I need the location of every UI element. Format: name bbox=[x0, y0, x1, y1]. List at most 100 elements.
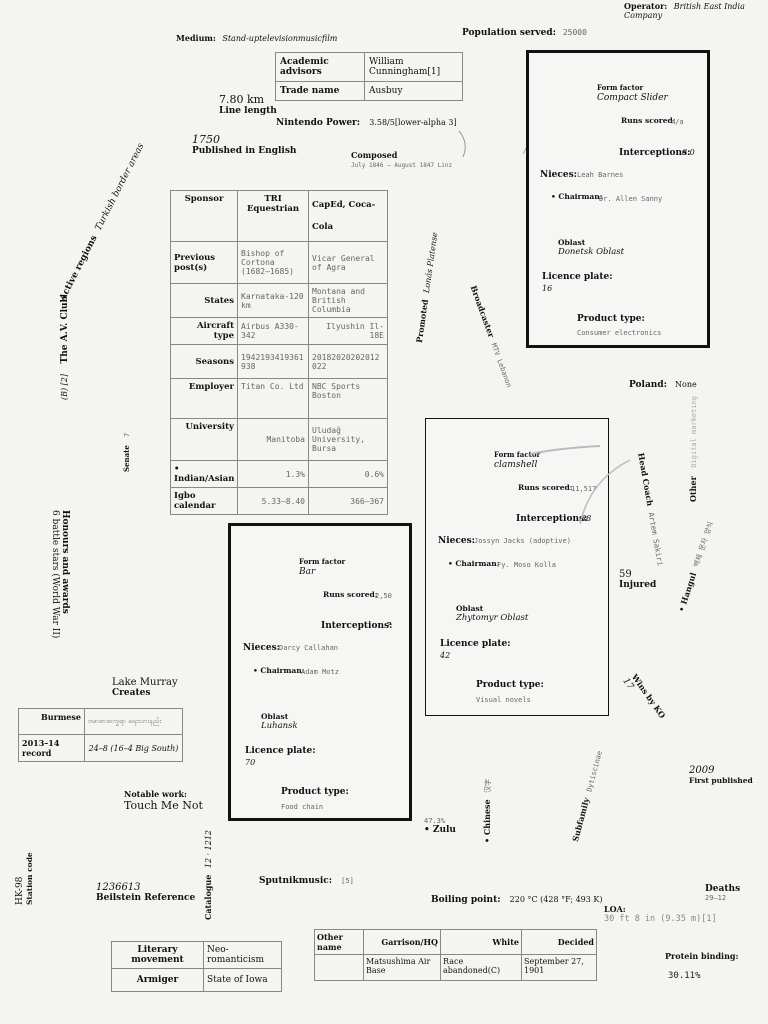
interceptions-value: 7 bbox=[386, 621, 392, 630]
nieces-label: Nieces: bbox=[540, 170, 577, 180]
head-coach-field: Head Coach Artem Sakiri bbox=[636, 452, 666, 567]
interceptions-label: Interceptions: bbox=[619, 148, 691, 158]
cell: Montana and British Columbia bbox=[308, 283, 388, 318]
oblast-label: Oblast bbox=[558, 238, 586, 247]
runs-label: Runs scored: bbox=[621, 116, 676, 125]
column-header: Garrison/HQ bbox=[363, 929, 441, 955]
chairman-value: Fy. Moso Kolla bbox=[497, 561, 557, 569]
published-label: Published in English bbox=[192, 146, 297, 156]
cell: Titan Co. Ltd bbox=[237, 378, 309, 419]
active-regions-field: Active regions Turkish border areas bbox=[58, 142, 146, 303]
beilstein-label: Beilstein Reference bbox=[96, 893, 196, 903]
population-label: Population served: bbox=[462, 28, 556, 38]
cell: NBC Sports Boston bbox=[308, 378, 388, 419]
table-row: States Karnataka-120 km Montana and Brit… bbox=[170, 283, 388, 318]
loa-label: LOA: bbox=[604, 904, 626, 914]
av-club-field: (B) [2] The A.V. Club bbox=[60, 296, 70, 400]
row-key: • Indian/Asian bbox=[170, 460, 238, 488]
boiling-label: Boiling point: bbox=[431, 895, 501, 905]
licence-label: Licence plate: bbox=[542, 272, 613, 282]
broadcaster-label: Broadcaster bbox=[468, 284, 497, 339]
wins-ko-label: Wins by KO bbox=[629, 672, 668, 721]
table-row: Trade name Ausbuy bbox=[275, 81, 463, 101]
info-card: Form factor Bar Runs scored: 2,50 Interc… bbox=[228, 523, 412, 821]
nieces-label: Nieces: bbox=[243, 643, 280, 653]
subfamily-value: Dytiscinae bbox=[585, 749, 604, 793]
nieces-value: Jossyn Jacks (adoptive) bbox=[474, 537, 571, 545]
protein-label: Protein binding: bbox=[665, 951, 739, 961]
oblast-value: Luhansk bbox=[261, 721, 298, 731]
zulu-value: 47.3% bbox=[424, 817, 446, 825]
cell: 5.33–8.40 bbox=[237, 487, 309, 515]
operator-value: British East India Company bbox=[624, 2, 745, 20]
runs-value: 11,517 bbox=[571, 485, 597, 493]
population-field: Population served: 25000 bbox=[462, 28, 587, 38]
nieces-label: Nieces: bbox=[438, 536, 475, 546]
promoted-label: Promoted bbox=[414, 298, 430, 344]
form-factor-label: Form factor bbox=[597, 83, 644, 92]
cell: Karnataka-120 km bbox=[237, 283, 309, 318]
cell: Ilyushin Il-18E bbox=[308, 317, 388, 345]
promoted-field: Promoted Lonás Platense bbox=[414, 231, 439, 344]
sputnik-value: [5] bbox=[341, 877, 354, 885]
table-row: Academic advisors William Cunningham[1] bbox=[275, 52, 463, 82]
lake-label: Creates bbox=[112, 688, 151, 698]
broadcaster-field: Broadcaster MTV Lebanon bbox=[469, 284, 515, 388]
first-published-label: First published bbox=[689, 776, 753, 785]
published-value: 1750 bbox=[192, 133, 220, 146]
nieces-value: Darcy Callahan bbox=[279, 644, 339, 652]
medium-label: Medium: bbox=[176, 33, 216, 43]
table-row: Burmese ဗမာစာအက္ခရာ ရေးသားနည်း bbox=[18, 708, 183, 735]
chairman-value: Adam Motz bbox=[301, 668, 339, 676]
medium-value: Stand-uptelevisionmusicfilm bbox=[222, 34, 338, 43]
licence-label: Licence plate: bbox=[245, 746, 316, 756]
other-label: Other bbox=[688, 476, 698, 502]
subfamily-field: Subfamily Dytiscinae bbox=[570, 749, 604, 843]
cell: Manitoba bbox=[237, 418, 309, 461]
runs-value: 2,50 bbox=[375, 592, 392, 600]
catalogue-value: 12 · 1212 bbox=[204, 829, 213, 869]
licence-value: 16 bbox=[542, 284, 553, 293]
other-field: Other Digital marketing bbox=[688, 396, 698, 502]
injured-field: 59 Injured bbox=[619, 569, 656, 590]
hangul-field: • Hangul 백제 문자 양식 bbox=[676, 520, 716, 613]
advisor-table: Academic advisors William Cunningham[1] … bbox=[275, 52, 463, 101]
wins-ko-field: Wins by KO bbox=[630, 672, 668, 720]
table-row: Employer Titan Co. Ltd NBC Sports Boston bbox=[170, 378, 388, 419]
cell: Race abandoned(C) bbox=[440, 954, 522, 981]
station-code-value: HK-98 bbox=[15, 876, 25, 905]
cell: 24–8 (16–4 Big South) bbox=[84, 734, 183, 762]
honours-field: Honours and awards 6 battle stars (World… bbox=[50, 510, 70, 638]
row-key: Armiger bbox=[111, 968, 204, 992]
first-published-value: 2009 bbox=[689, 765, 715, 776]
row-key: Literary movement bbox=[111, 941, 204, 969]
info-card: Form factor Compact Slider Runs scored: … bbox=[526, 50, 710, 348]
row-key: 2013–14 record bbox=[18, 734, 85, 762]
nintendo-field: Nintendo Power: 3.58/5[lower-alpha 3] bbox=[276, 110, 457, 129]
honours-value: 6 battle stars (World War II) bbox=[50, 510, 60, 639]
table-row: Igbo calendar 5.33–8.40 366–367 bbox=[170, 487, 388, 515]
table-row: Literary movement Neo-romanticism bbox=[111, 941, 282, 969]
column-header: TRI Equestrian bbox=[237, 190, 309, 242]
notable-value: Touch Me Not bbox=[124, 799, 203, 812]
cell bbox=[314, 954, 364, 981]
table-row: University Manitoba Uludağ University, B… bbox=[170, 418, 388, 461]
oblast-value: Zhytomyr Oblast bbox=[456, 613, 529, 623]
injured-value: 59 bbox=[619, 569, 632, 580]
runs-label: Runs scored: bbox=[323, 590, 378, 599]
table-row: Aircraft type Airbus A330-342 Ilyushin I… bbox=[170, 317, 388, 345]
deaths-label: Deaths bbox=[705, 884, 741, 894]
row-key: Igbo calendar bbox=[170, 487, 238, 515]
product-label: Product type: bbox=[577, 314, 645, 324]
other-value: Digital marketing bbox=[690, 396, 698, 468]
published-field: 1750 Published in English bbox=[192, 133, 296, 156]
column-header: White bbox=[440, 929, 522, 955]
interceptions-label: Interceptions: bbox=[516, 514, 588, 524]
cell: Neo-romanticism bbox=[203, 941, 282, 969]
hangul-value: 백제 문자 양식 bbox=[692, 520, 715, 568]
table-row: Armiger State of Iowa bbox=[111, 968, 282, 992]
injured-label: Injured bbox=[619, 580, 657, 590]
medium-field: Medium: Stand-uptelevisionmusicfilm bbox=[176, 33, 337, 43]
scribble-mark bbox=[458, 130, 466, 158]
sputnik-field: Sputnikmusic: [5] bbox=[259, 868, 354, 887]
